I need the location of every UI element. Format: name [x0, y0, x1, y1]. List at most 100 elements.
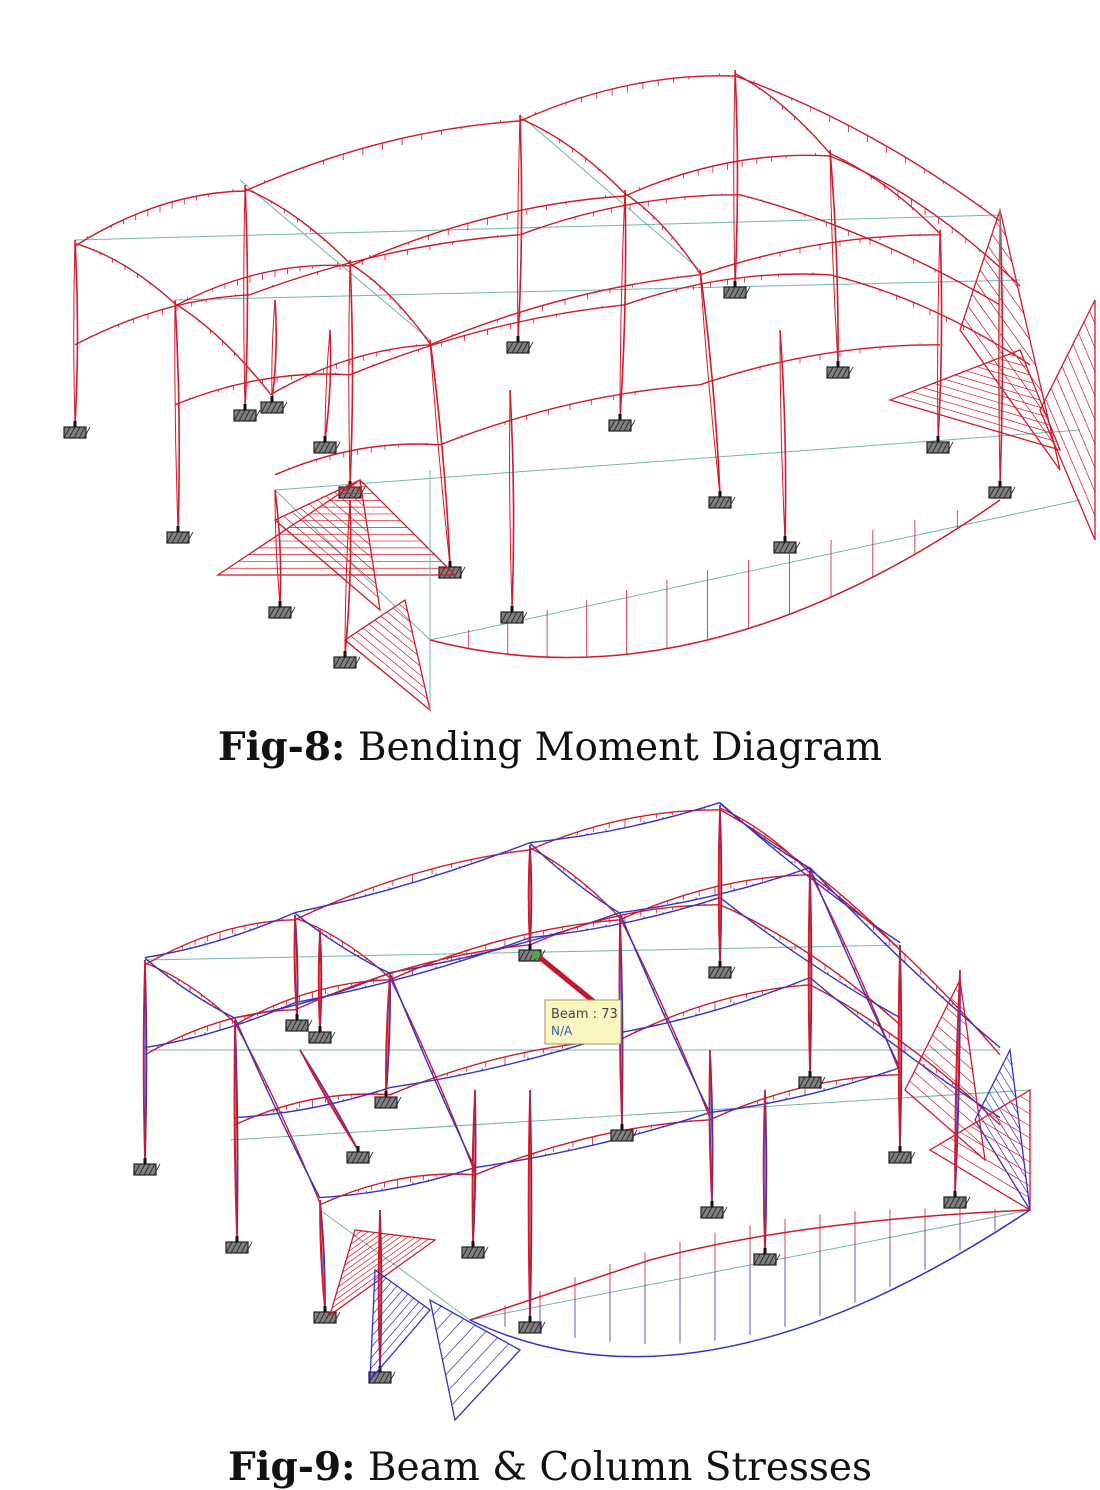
fixed-support: [518, 944, 546, 962]
beam-stress-tension: [234, 1093, 391, 1126]
support-hatch: [500, 611, 508, 624]
moment-hatch: [995, 1077, 1019, 1115]
support-hatch: [615, 1129, 623, 1142]
support-hatch: [608, 419, 616, 432]
column-diagram: [144, 959, 147, 1163]
support-hatch: [908, 1151, 916, 1164]
fixed-support: [826, 361, 854, 379]
support-hatch: [523, 1321, 531, 1334]
moment-hatch: [936, 1025, 971, 1056]
support-hatch: [793, 541, 801, 554]
moment-hatch: [432, 1306, 442, 1316]
support-hatch: [166, 531, 174, 544]
figure-9-title: Beam & Column Stresses: [367, 1445, 873, 1490]
support-hatch: [245, 1241, 253, 1254]
floor-beam-moment: [739, 194, 1001, 306]
moment-hatch: [380, 615, 416, 645]
beam-stress-tension: [619, 984, 811, 1041]
support-hatch: [710, 1206, 718, 1219]
moment-hatch: [944, 378, 1044, 409]
moment-hatch: [1050, 387, 1096, 493]
frame-member: [229, 1089, 1031, 1141]
support-hatch: [176, 531, 184, 544]
tooltip-value: N/A: [551, 1024, 573, 1038]
support-hatch: [318, 1031, 326, 1044]
column-diagram: [344, 499, 351, 656]
support-hatch: [943, 1196, 951, 1209]
moment-hatch: [373, 1277, 387, 1293]
column-diagram: [349, 259, 354, 486]
floor-beam-moment: [74, 294, 251, 346]
fixed-support: [708, 961, 736, 979]
column-diagram: [517, 114, 521, 341]
column-diagram: [299, 1049, 359, 1151]
support-hatch: [998, 486, 1006, 499]
support-hatch: [763, 1253, 771, 1266]
support-hatch: [1003, 486, 1011, 499]
column-diagram: [299, 1049, 359, 1151]
support-hatch: [610, 1129, 618, 1142]
moment-hatch: [954, 374, 1041, 401]
support-hatch: [893, 1151, 901, 1164]
fixed-support: [461, 1241, 489, 1259]
support-hatch: [333, 1311, 341, 1324]
front-beam-stress-compression: [469, 1209, 1031, 1358]
moment-hatch: [368, 623, 421, 667]
moment-hatch: [1078, 332, 1096, 373]
moment-hatch: [1061, 365, 1096, 445]
support-hatch: [278, 606, 286, 619]
column-diagram: [377, 1209, 381, 1371]
moment-hatch: [356, 631, 426, 689]
moment-hatch: [398, 603, 408, 612]
support-hatch: [235, 1241, 243, 1254]
support-hatch: [1008, 486, 1016, 499]
moment-hatch: [338, 1236, 409, 1287]
support-hatch: [338, 656, 346, 669]
support-hatch: [758, 1253, 766, 1266]
support-hatch: [515, 611, 523, 624]
frame-member: [519, 114, 701, 271]
fixed-support: [368, 1366, 396, 1384]
cross-beam-stress: [529, 847, 621, 919]
column-diagram: [517, 114, 523, 341]
moment-hatch: [291, 511, 377, 585]
moment-triangle: [273, 479, 381, 612]
column-diagram: [899, 944, 902, 1151]
support-hatch: [248, 409, 256, 422]
floor-beam-moment: [519, 194, 741, 236]
support-hatch: [753, 1253, 761, 1266]
support-hatch: [836, 366, 844, 379]
moment-hatch: [1009, 1101, 1031, 1115]
column-diagram: [529, 844, 532, 949]
moment-hatch: [922, 387, 1051, 426]
cross-beam-moment: [74, 242, 176, 305]
support-hatch: [476, 1246, 484, 1259]
frame-member: [274, 489, 431, 641]
column-diagram: [699, 269, 721, 496]
moment-hatch: [939, 1143, 1031, 1199]
support-hatch: [83, 426, 91, 439]
column-diagram: [274, 489, 282, 606]
beam-start-node: [532, 951, 540, 959]
floor-beam-moment: [439, 384, 701, 446]
column-diagram: [429, 339, 451, 566]
moment-hatch: [325, 495, 369, 533]
support-hatch: [528, 1321, 536, 1334]
support-hatch: [374, 1096, 382, 1109]
support-hatch: [353, 486, 361, 499]
support-hatch: [78, 426, 86, 439]
column-diagram: [762, 1089, 766, 1253]
support-hatch: [723, 496, 731, 509]
moment-hatch: [1009, 353, 1024, 359]
support-hatch: [783, 541, 791, 554]
support-hatch: [260, 401, 268, 414]
bending-moment-3d-frame: [63, 69, 1096, 712]
support-hatch: [333, 441, 341, 454]
support-hatch: [283, 606, 291, 619]
front-beam-stress-tension: [469, 1209, 1031, 1321]
column-diagram: [233, 1019, 238, 1241]
column-diagram: [324, 329, 332, 441]
support-hatch: [238, 409, 246, 422]
beam-stress-tension: [294, 849, 531, 921]
support-hatch: [708, 496, 716, 509]
